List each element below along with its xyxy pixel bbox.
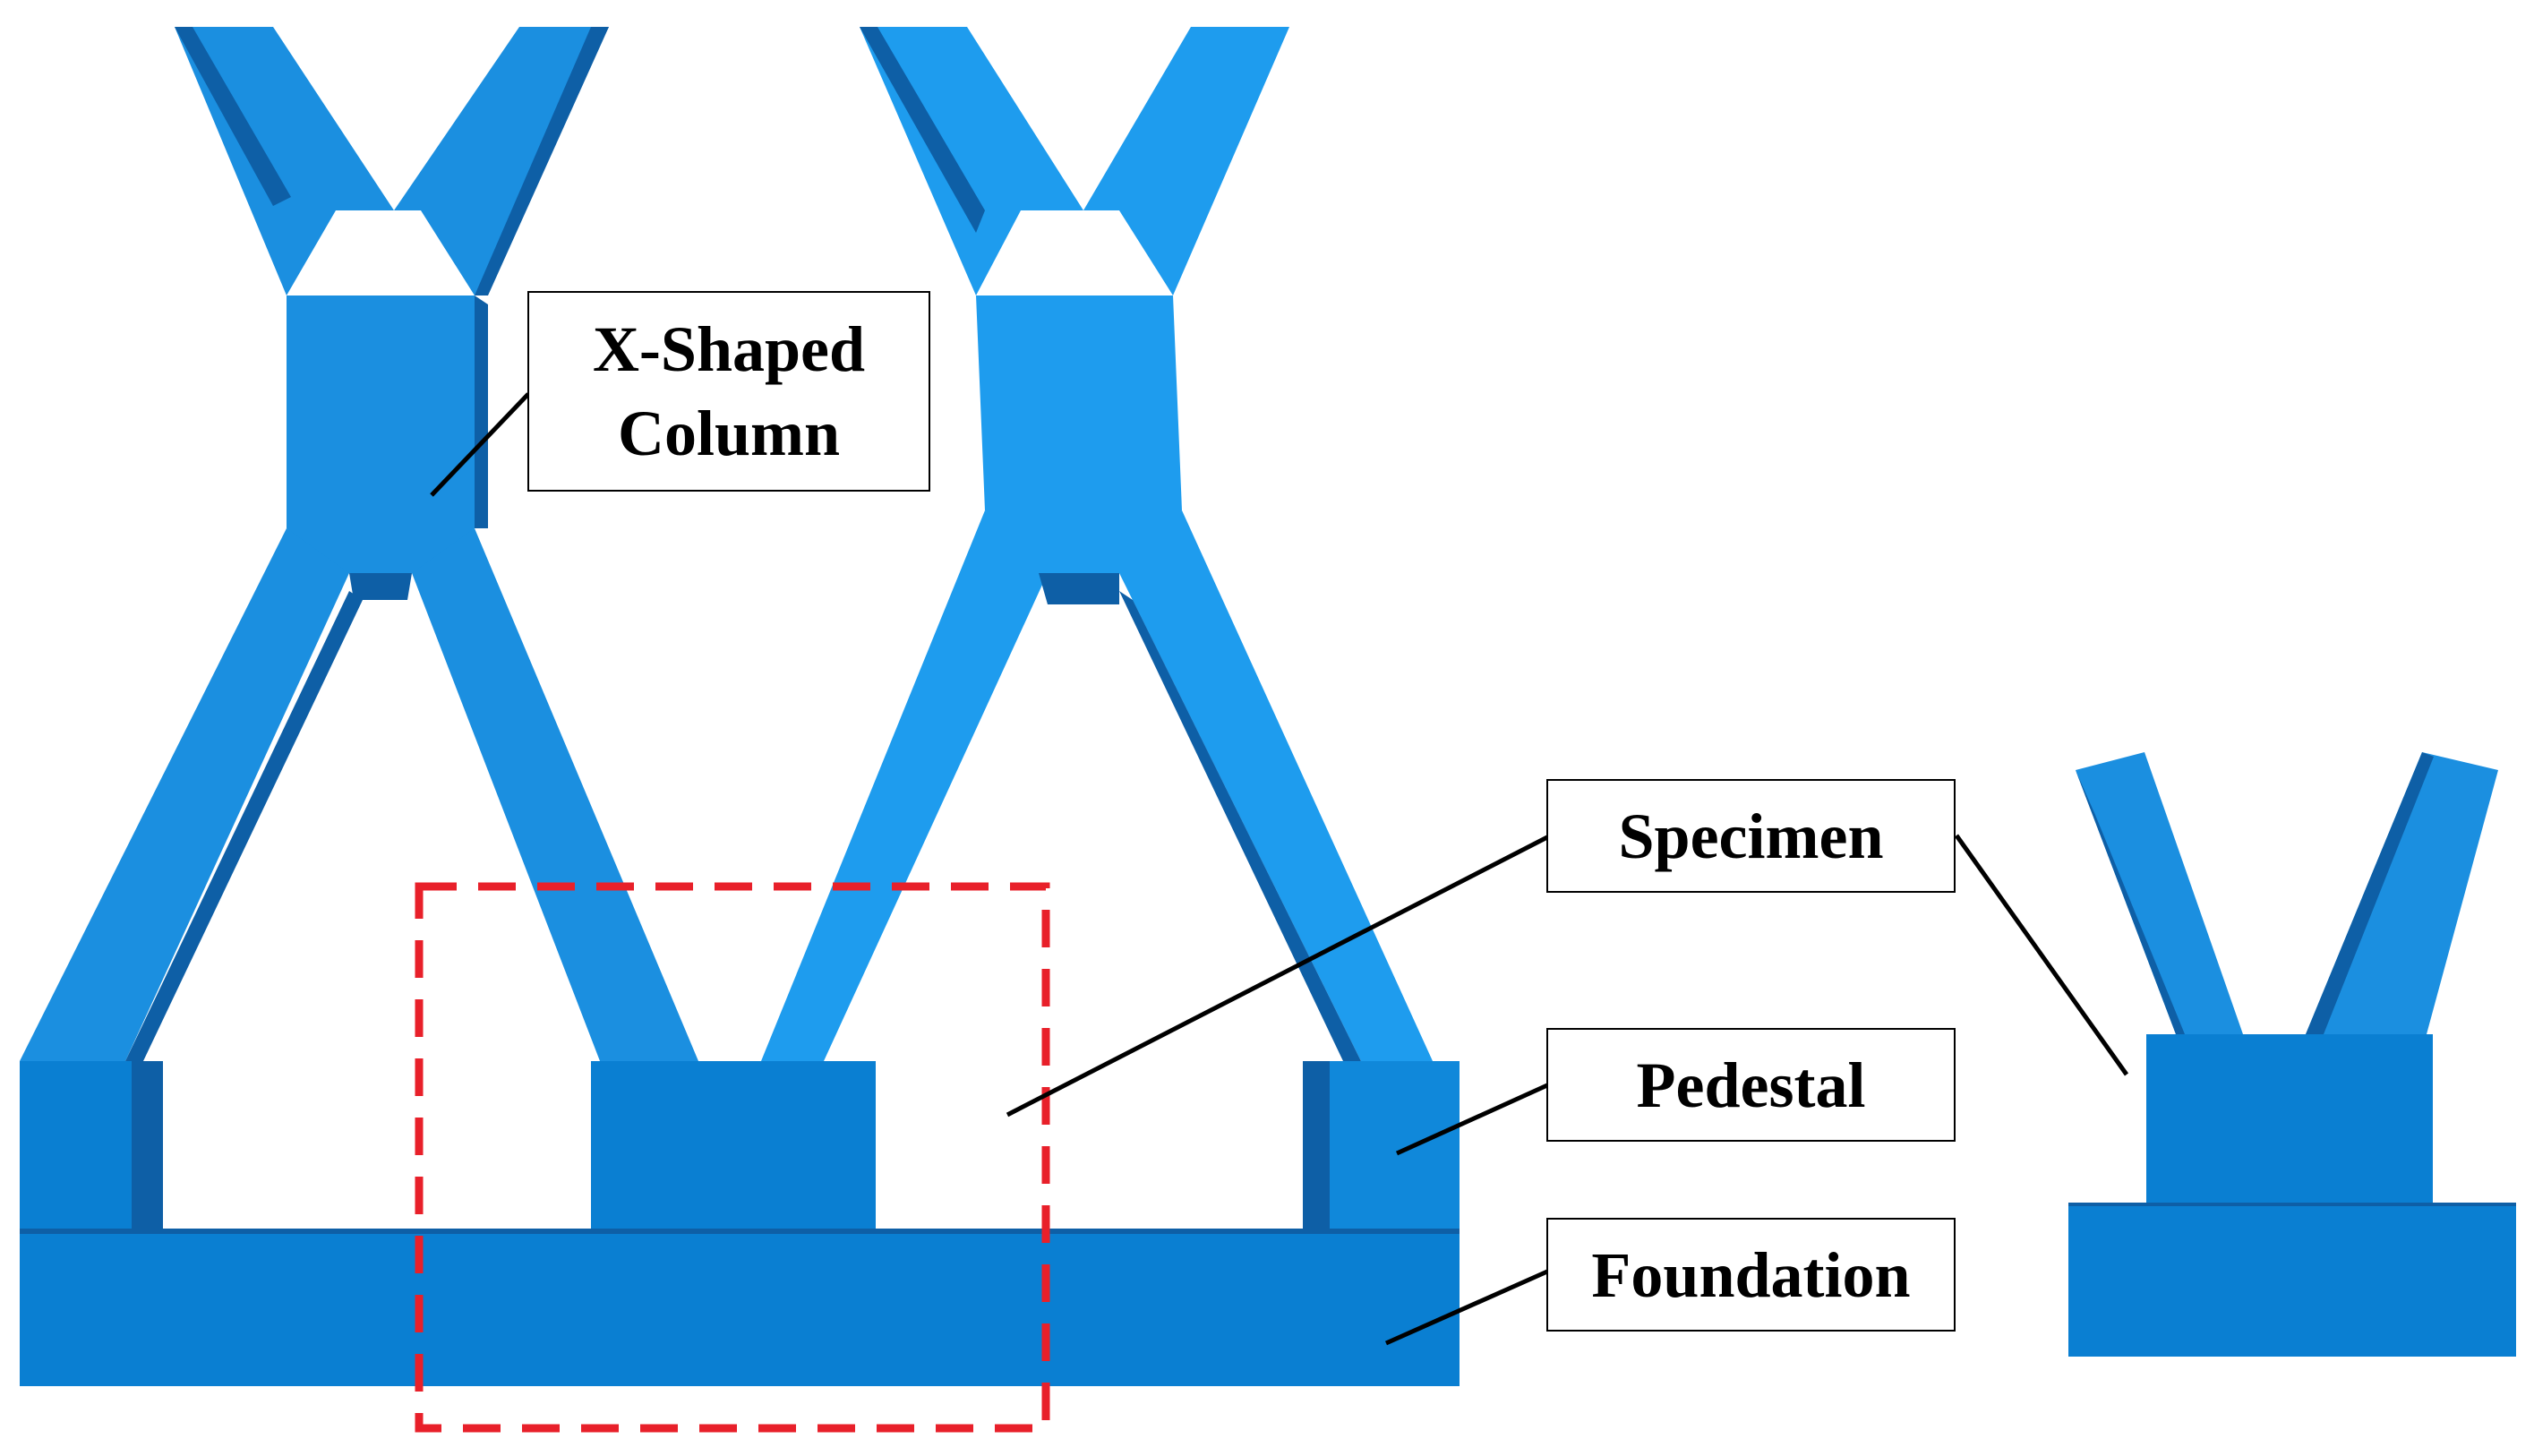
x-column-right-center (976, 295, 1182, 573)
pedestal-middle (591, 1061, 876, 1229)
foundation-top-edge (20, 1229, 1460, 1234)
pedestal-left (20, 1061, 132, 1229)
leader-specimen (1006, 835, 1549, 1118)
label-x-shaped-column-line2: Column (617, 398, 841, 469)
label-pedestal: Pedestal (1546, 1028, 1956, 1142)
x-column-left-lower-left-leg (20, 528, 349, 1061)
specimen-right-arm (2306, 752, 2498, 1034)
label-foundation-text: Foundation (1591, 1238, 1911, 1311)
x-column-right-side-a (860, 27, 985, 233)
x-column-left-lower-right-leg (412, 528, 698, 1061)
x-column-right-lower-left-leg (761, 510, 1048, 1061)
pedestal-right-side (1303, 1061, 1330, 1229)
leader-pedestal (1395, 1083, 1549, 1156)
specimen-pedestal (2146, 1034, 2433, 1203)
x-column-left-side-e (125, 591, 363, 1061)
specimen-foundation (2068, 1203, 2516, 1357)
specimen-left-arm (2076, 752, 2243, 1034)
x-column-left-side-b (475, 27, 609, 295)
specimen-right-arm-side (2306, 752, 2434, 1034)
x-column-left-side-d (349, 573, 412, 600)
x-column-left (20, 27, 698, 1061)
specimen-highlight-box (415, 882, 1050, 1433)
leader-foundation (1384, 1269, 1549, 1346)
leader-specimen-detail (1954, 834, 2129, 1076)
x-column-right-side-c (1119, 591, 1361, 1061)
pedestal-left-side (132, 1061, 163, 1229)
specimen-detail (2068, 752, 2516, 1357)
x-column-right-upper-right-arm (1083, 27, 1289, 295)
x-column-right-side-b (1039, 573, 1119, 604)
x-column-left-side-a (175, 27, 291, 206)
x-column-left-upper-right-arm (394, 27, 609, 295)
label-x-shaped-column: X-Shaped Column (527, 291, 930, 492)
x-column-right-lower-right-leg (1119, 510, 1433, 1061)
label-specimen-text: Specimen (1618, 800, 1884, 872)
specimen-left-arm-side (2076, 770, 2185, 1034)
x-column-left-center (287, 295, 475, 573)
x-column-left-side-c (475, 295, 488, 528)
pedestal-right (1330, 1061, 1460, 1229)
foundation-slab (20, 1229, 1460, 1386)
x-column-right (761, 27, 1433, 1061)
label-pedestal-text: Pedestal (1636, 1049, 1866, 1121)
specimen-foundation-edge (2068, 1203, 2516, 1206)
label-x-shaped-column-line1: X-Shaped (592, 313, 866, 385)
leader-column (430, 392, 530, 497)
label-foundation: Foundation (1546, 1218, 1956, 1332)
label-specimen: Specimen (1546, 779, 1956, 893)
